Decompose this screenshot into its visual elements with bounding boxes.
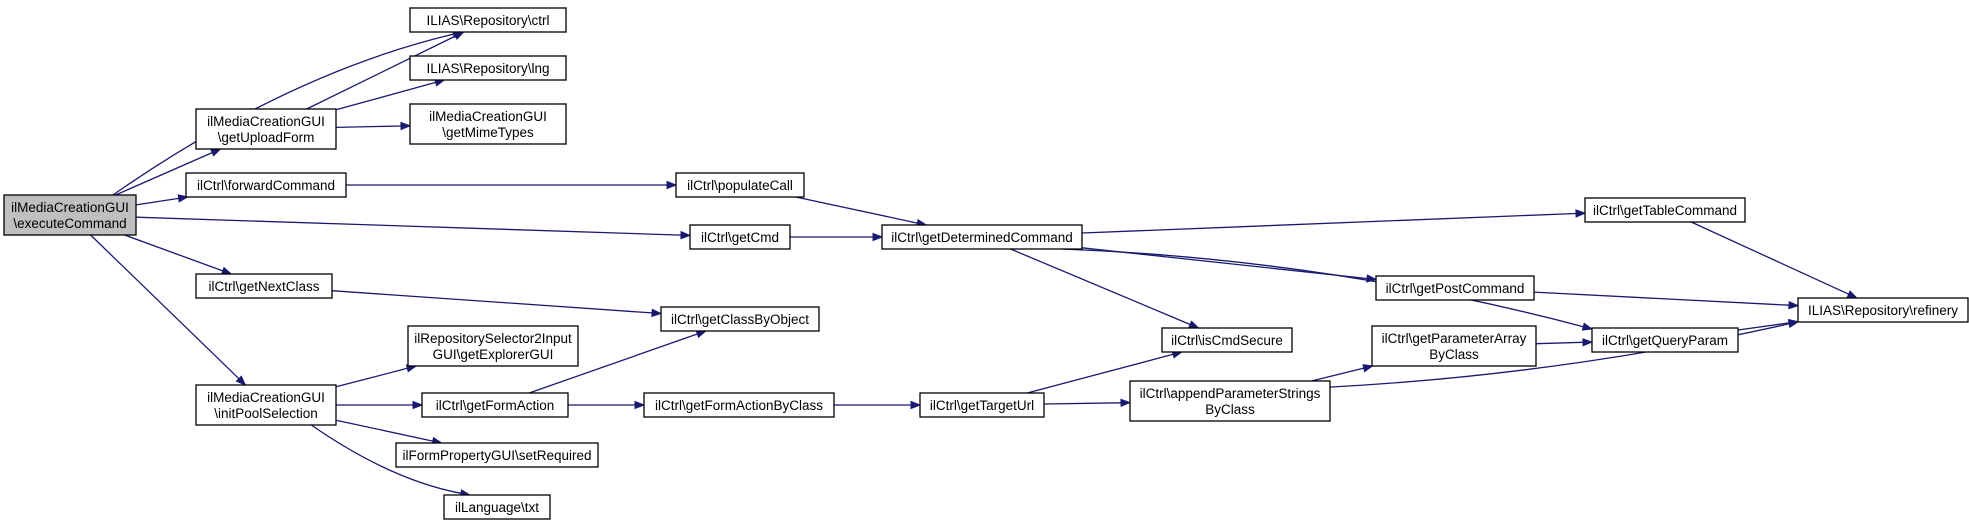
node-label-language-txt-0: ilLanguage\txt [455,500,539,515]
node-label-append-parameter-strings-0: ilCtrl\appendParameterStrings [1140,386,1321,401]
edge-get_determined_command-to-get_table_command [1081,209,1587,234]
node-get-post-command[interactable]: ilCtrl\getPostCommand [1375,275,1535,301]
node-label-root-0: ilMediaCreationGUI [11,200,129,215]
node-label-get-table-command-0: ilCtrl\getTableCommand [1593,203,1737,218]
node-label-get-target-url-0: ilCtrl\getTargetUrl [930,398,1034,413]
node-label-init-pool-selection-1: \initPoolSelection [214,406,318,421]
node-label-populate-call-0: ilCtrl\populateCall [687,178,793,193]
edge-populate_call-to-get_determined_command [795,196,928,228]
node-label-ilias-lng-0: ILIAS\Repository\lng [426,61,549,76]
node-get-upload-form[interactable]: ilMediaCreationGUI\getUploadForm [195,108,337,150]
node-label-get-parameter-array-1: ByClass [1429,347,1479,362]
node-get-table-command[interactable]: ilCtrl\getTableCommand [1584,197,1746,223]
node-label-forward-command-0: ilCtrl\forwardCommand [197,178,335,193]
node-set-required[interactable]: ilFormPropertyGUI\setRequired [395,442,599,468]
edge-get_post_command-to-ilias_refinery [1533,291,1800,310]
edge-get_form_action-to-get_class_by_object [528,330,708,394]
node-ilias-refinery[interactable]: ILIAS\Repository\refinery [1797,297,1969,323]
node-label-get-form-action-by-class-0: ilCtrl\getFormActionByClass [655,398,823,413]
edge-get_next_class-to-get_class_by_object [331,290,663,318]
edge-root-to-forward_command [135,194,189,206]
edge-get_table_command-to-ilias_refinery [1690,221,1859,299]
node-get-determined-command[interactable]: ilCtrl\getDeterminedCommand [881,224,1083,250]
node-get-next-class[interactable]: ilCtrl\getNextClass [195,273,333,299]
edge-get_determined_command-to-get_query_param [1061,248,1594,331]
node-label-init-pool-selection-0: ilMediaCreationGUI [207,390,325,405]
node-get-mime-types[interactable]: ilMediaCreationGUI\getMimeTypes [409,103,567,145]
node-is-cmd-secure[interactable]: ilCtrl\isCmdSecure [1161,327,1293,353]
node-init-pool-selection[interactable]: ilMediaCreationGUI\initPoolSelection [195,384,337,426]
node-label-root-1: \executeCommand [13,216,126,231]
edge-get_form_action-to-get_form_action_by_class [568,400,646,410]
node-language-txt[interactable]: ilLanguage\txt [443,494,551,520]
edge-init_pool_selection-to-repo_selector [335,364,418,388]
node-label-get-cmd-0: ilCtrl\getCmd [701,230,779,245]
node-get-cmd[interactable]: ilCtrl\getCmd [689,224,791,250]
edge-init_pool_selection-to-set_required [335,419,443,446]
edge-get_upload_form-to-ilias_lng [335,78,446,111]
node-label-get-upload-form-0: ilMediaCreationGUI [207,114,325,129]
node-label-get-post-command-0: ilCtrl\getPostCommand [1386,281,1525,296]
node-get-form-action-by-class[interactable]: ilCtrl\getFormActionByClass [643,392,835,418]
node-label-get-class-by-object-0: ilCtrl\getClassByObject [671,312,809,327]
edge-root-to-init_pool_selection [90,234,247,386]
node-get-target-url[interactable]: ilCtrl\getTargetUrl [919,392,1045,418]
node-label-is-cmd-secure-0: ilCtrl\isCmdSecure [1171,333,1283,348]
node-forward-command[interactable]: ilCtrl\forwardCommand [185,172,347,198]
node-root[interactable]: ilMediaCreationGUI\executeCommand [3,194,137,236]
edge-root-to-get_cmd [135,216,692,240]
edge-get_target_url-to-append_parameter_strings [1043,398,1132,408]
node-label-get-form-action-0: ilCtrl\getFormAction [436,398,555,413]
node-label-get-mime-types-1: \getMimeTypes [442,125,534,140]
node-ilias-lng[interactable]: ILIAS\Repository\lng [409,55,567,81]
node-label-get-query-param-0: ilCtrl\getQueryParam [1602,333,1728,348]
node-label-get-mime-types-0: ilMediaCreationGUI [429,109,547,124]
node-label-ilias-ctrl-0: ILIAS\Repository\ctrl [426,13,549,28]
node-label-get-upload-form-1: \getUploadForm [218,130,315,145]
node-ilias-ctrl[interactable]: ILIAS\Repository\ctrl [409,7,567,33]
edge-init_pool_selection-to-get_form_action [336,400,424,410]
node-repo-selector[interactable]: ilRepositorySelector2InputGUI\getExplore… [407,325,579,367]
edge-forward_command-to-populate_call [345,180,678,190]
node-label-get-next-class-0: ilCtrl\getNextClass [208,279,319,294]
node-label-append-parameter-strings-1: ByClass [1205,402,1255,417]
node-label-set-required-0: ilFormPropertyGUI\setRequired [402,448,591,463]
node-get-form-action[interactable]: ilCtrl\getFormAction [421,392,569,418]
node-get-class-by-object[interactable]: ilCtrl\getClassByObject [660,306,820,332]
edge-get_determined_command-to-is_cmd_secure [1010,248,1200,329]
node-label-ilias-refinery-0: ILIAS\Repository\refinery [1808,303,1958,318]
edge-append_parameter_strings-to-get_parameter_array [1311,364,1374,382]
edge-root-to-get_next_class [124,234,233,275]
edge-get_parameter_array-to-get_query_param [1535,338,1594,347]
node-populate-call[interactable]: ilCtrl\populateCall [675,172,805,198]
edge-get_form_action_by_class-to-get_target_url [834,400,922,410]
edge-get_upload_form-to-get_mime_types [335,121,412,131]
node-get-query-param[interactable]: ilCtrl\getQueryParam [1591,327,1739,353]
node-label-repo-selector-1: GUI\getExplorerGUI [433,347,554,362]
node-label-get-parameter-array-0: ilCtrl\getParameterArray [1382,331,1527,346]
edge-get_cmd-to-get_determined_command [790,232,884,242]
node-label-get-determined-command-0: ilCtrl\getDeterminedCommand [891,230,1073,245]
node-label-repo-selector-0: ilRepositorySelector2Input [414,331,572,346]
